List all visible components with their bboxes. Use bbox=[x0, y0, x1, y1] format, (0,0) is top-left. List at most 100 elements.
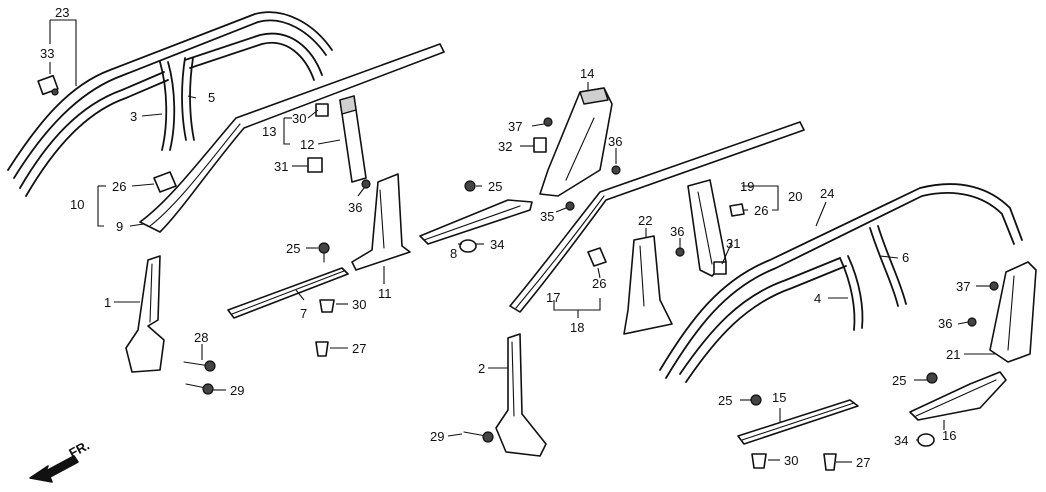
callout-25: 25 bbox=[718, 393, 732, 408]
part-3-sash-channel bbox=[159, 61, 176, 151]
part-8-sill-garnish bbox=[419, 199, 533, 245]
part-9-pillar-garnish bbox=[139, 43, 445, 233]
callout-10: 10 bbox=[70, 197, 84, 212]
callout-labels: 23 33 3 5 13 30 12 31 36 26 10 9 1 28 29… bbox=[40, 5, 970, 470]
callout-1: 1 bbox=[104, 295, 111, 310]
callout-18: 18 bbox=[570, 320, 584, 335]
part-31-clip bbox=[713, 261, 727, 275]
part-30-clip bbox=[751, 453, 767, 469]
part-36-screw bbox=[967, 317, 977, 327]
callout-35: 35 bbox=[540, 209, 554, 224]
callout-21: 21 bbox=[946, 347, 960, 362]
callout-28: 28 bbox=[194, 330, 208, 345]
part-17-roof-garnish bbox=[509, 121, 805, 313]
part-27-clip bbox=[315, 341, 329, 357]
callout-16: 16 bbox=[942, 428, 956, 443]
callout-7: 7 bbox=[300, 306, 307, 321]
callout-25: 25 bbox=[892, 373, 906, 388]
callout-5: 5 bbox=[208, 90, 215, 105]
part-25-clip bbox=[318, 242, 330, 263]
callout-20: 20 bbox=[788, 189, 802, 204]
callout-34: 34 bbox=[490, 237, 504, 252]
callout-15: 15 bbox=[772, 390, 786, 405]
part-25-clip bbox=[464, 180, 476, 192]
front-direction-arrow: FR. bbox=[29, 438, 92, 483]
part-25-clip bbox=[926, 372, 938, 384]
callout-22: 22 bbox=[638, 213, 652, 228]
part-37-screw bbox=[543, 117, 553, 127]
part-11-lower-pillar-trim bbox=[351, 173, 411, 271]
callout-6: 6 bbox=[902, 250, 909, 265]
leader-lines bbox=[49, 19, 996, 463]
callout-34: 34 bbox=[894, 433, 908, 448]
part-35-screw bbox=[565, 201, 575, 211]
callout-9: 9 bbox=[116, 219, 123, 234]
part-26-clip bbox=[153, 171, 177, 193]
callout-4: 4 bbox=[814, 291, 821, 306]
part-31-clip bbox=[307, 157, 323, 173]
callout-31: 31 bbox=[274, 159, 288, 174]
part-1-pillar-bracket bbox=[125, 255, 165, 373]
part-7-sill-garnish bbox=[227, 267, 349, 319]
callout-2: 2 bbox=[478, 361, 485, 376]
part-34-clip bbox=[459, 239, 477, 253]
part-30-clip bbox=[319, 299, 335, 313]
callout-25: 25 bbox=[286, 241, 300, 256]
part-6-sash-channel bbox=[869, 225, 907, 307]
part-26-clip bbox=[587, 247, 607, 267]
callout-37: 37 bbox=[508, 119, 522, 134]
part-12-pillar-garnish bbox=[339, 95, 367, 183]
part-15-sill-garnish bbox=[737, 399, 859, 445]
callout-29: 29 bbox=[430, 429, 444, 444]
part-29-bolt bbox=[463, 431, 494, 443]
part-33-clip bbox=[37, 74, 59, 96]
callout-24: 24 bbox=[820, 186, 834, 201]
callout-33: 33 bbox=[40, 46, 54, 61]
part-2-pillar-bracket bbox=[495, 333, 547, 457]
callout-14: 14 bbox=[580, 66, 594, 81]
part-14-rear-pillar-trim bbox=[539, 87, 613, 197]
part-30-clip bbox=[315, 103, 329, 117]
part-36-screw bbox=[675, 247, 685, 257]
part-26-clip bbox=[729, 203, 745, 217]
callout-36: 36 bbox=[608, 134, 622, 149]
part-5-sash-channel bbox=[181, 57, 195, 141]
part-29-bolt bbox=[185, 383, 214, 395]
part-4-sash-channel bbox=[839, 255, 864, 331]
callout-27: 27 bbox=[352, 341, 366, 356]
part-16-sill-garnish bbox=[909, 371, 1007, 421]
callout-31: 31 bbox=[726, 236, 740, 251]
callout-30: 30 bbox=[352, 297, 366, 312]
callout-26: 26 bbox=[112, 179, 126, 194]
part-25-clip bbox=[750, 394, 762, 406]
callout-19: 19 bbox=[740, 179, 754, 194]
callout-36: 36 bbox=[348, 200, 362, 215]
callout-3: 3 bbox=[130, 109, 137, 124]
part-24-rear-door-molding bbox=[659, 183, 1023, 383]
callout-36: 36 bbox=[670, 224, 684, 239]
part-28-bolt bbox=[183, 360, 216, 372]
callout-11: 11 bbox=[378, 286, 392, 301]
callout-32: 32 bbox=[498, 139, 512, 154]
callout-27: 27 bbox=[856, 455, 870, 470]
part-21-bracket bbox=[989, 261, 1037, 363]
part-34-clip bbox=[917, 433, 935, 447]
part-37-screw bbox=[989, 281, 999, 291]
callout-29: 29 bbox=[230, 383, 244, 398]
callout-8: 8 bbox=[450, 246, 457, 261]
callout-36: 36 bbox=[938, 316, 952, 331]
callout-17: 17 bbox=[546, 290, 560, 305]
part-22-pillar-trim bbox=[623, 235, 673, 335]
callout-25: 25 bbox=[488, 179, 502, 194]
callout-13: 13 bbox=[262, 124, 276, 139]
callout-26: 26 bbox=[592, 276, 606, 291]
part-23-front-door-molding bbox=[7, 11, 333, 197]
part-36-screw bbox=[611, 165, 621, 175]
callout-37: 37 bbox=[956, 279, 970, 294]
part-27-clip bbox=[823, 453, 837, 471]
callout-23: 23 bbox=[55, 5, 69, 20]
callout-26: 26 bbox=[754, 203, 768, 218]
part-32-clip bbox=[533, 137, 547, 153]
part-36-screw bbox=[361, 179, 371, 189]
